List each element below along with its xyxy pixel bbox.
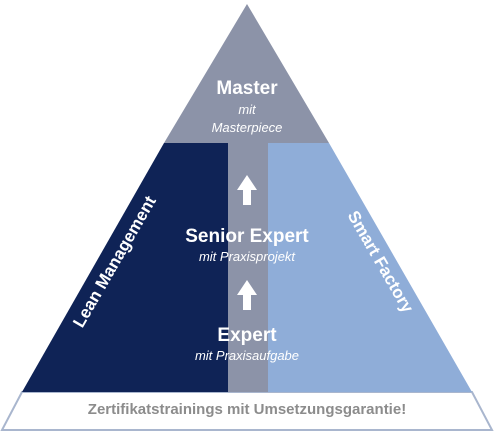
- expert-subtitle: mit Praxisaufgabe: [194, 348, 300, 363]
- right-face: [268, 143, 472, 392]
- left-face: [22, 143, 228, 392]
- master-line2: Masterpiece: [211, 120, 283, 135]
- senior-expert-subtitle: mit Praxisprojekt: [198, 249, 296, 264]
- base-label: Zertifikatstrainings mit Umsetzungsgaran…: [87, 401, 407, 418]
- arrow-up-icon: [237, 175, 257, 205]
- master-title: Master: [216, 78, 278, 99]
- expert-title: Expert: [217, 325, 277, 346]
- master-line1: mit: [238, 102, 256, 117]
- top-triangle: [164, 4, 329, 143]
- senior-expert-title: Senior Expert: [185, 226, 309, 247]
- arrow-up-icon: [237, 280, 257, 310]
